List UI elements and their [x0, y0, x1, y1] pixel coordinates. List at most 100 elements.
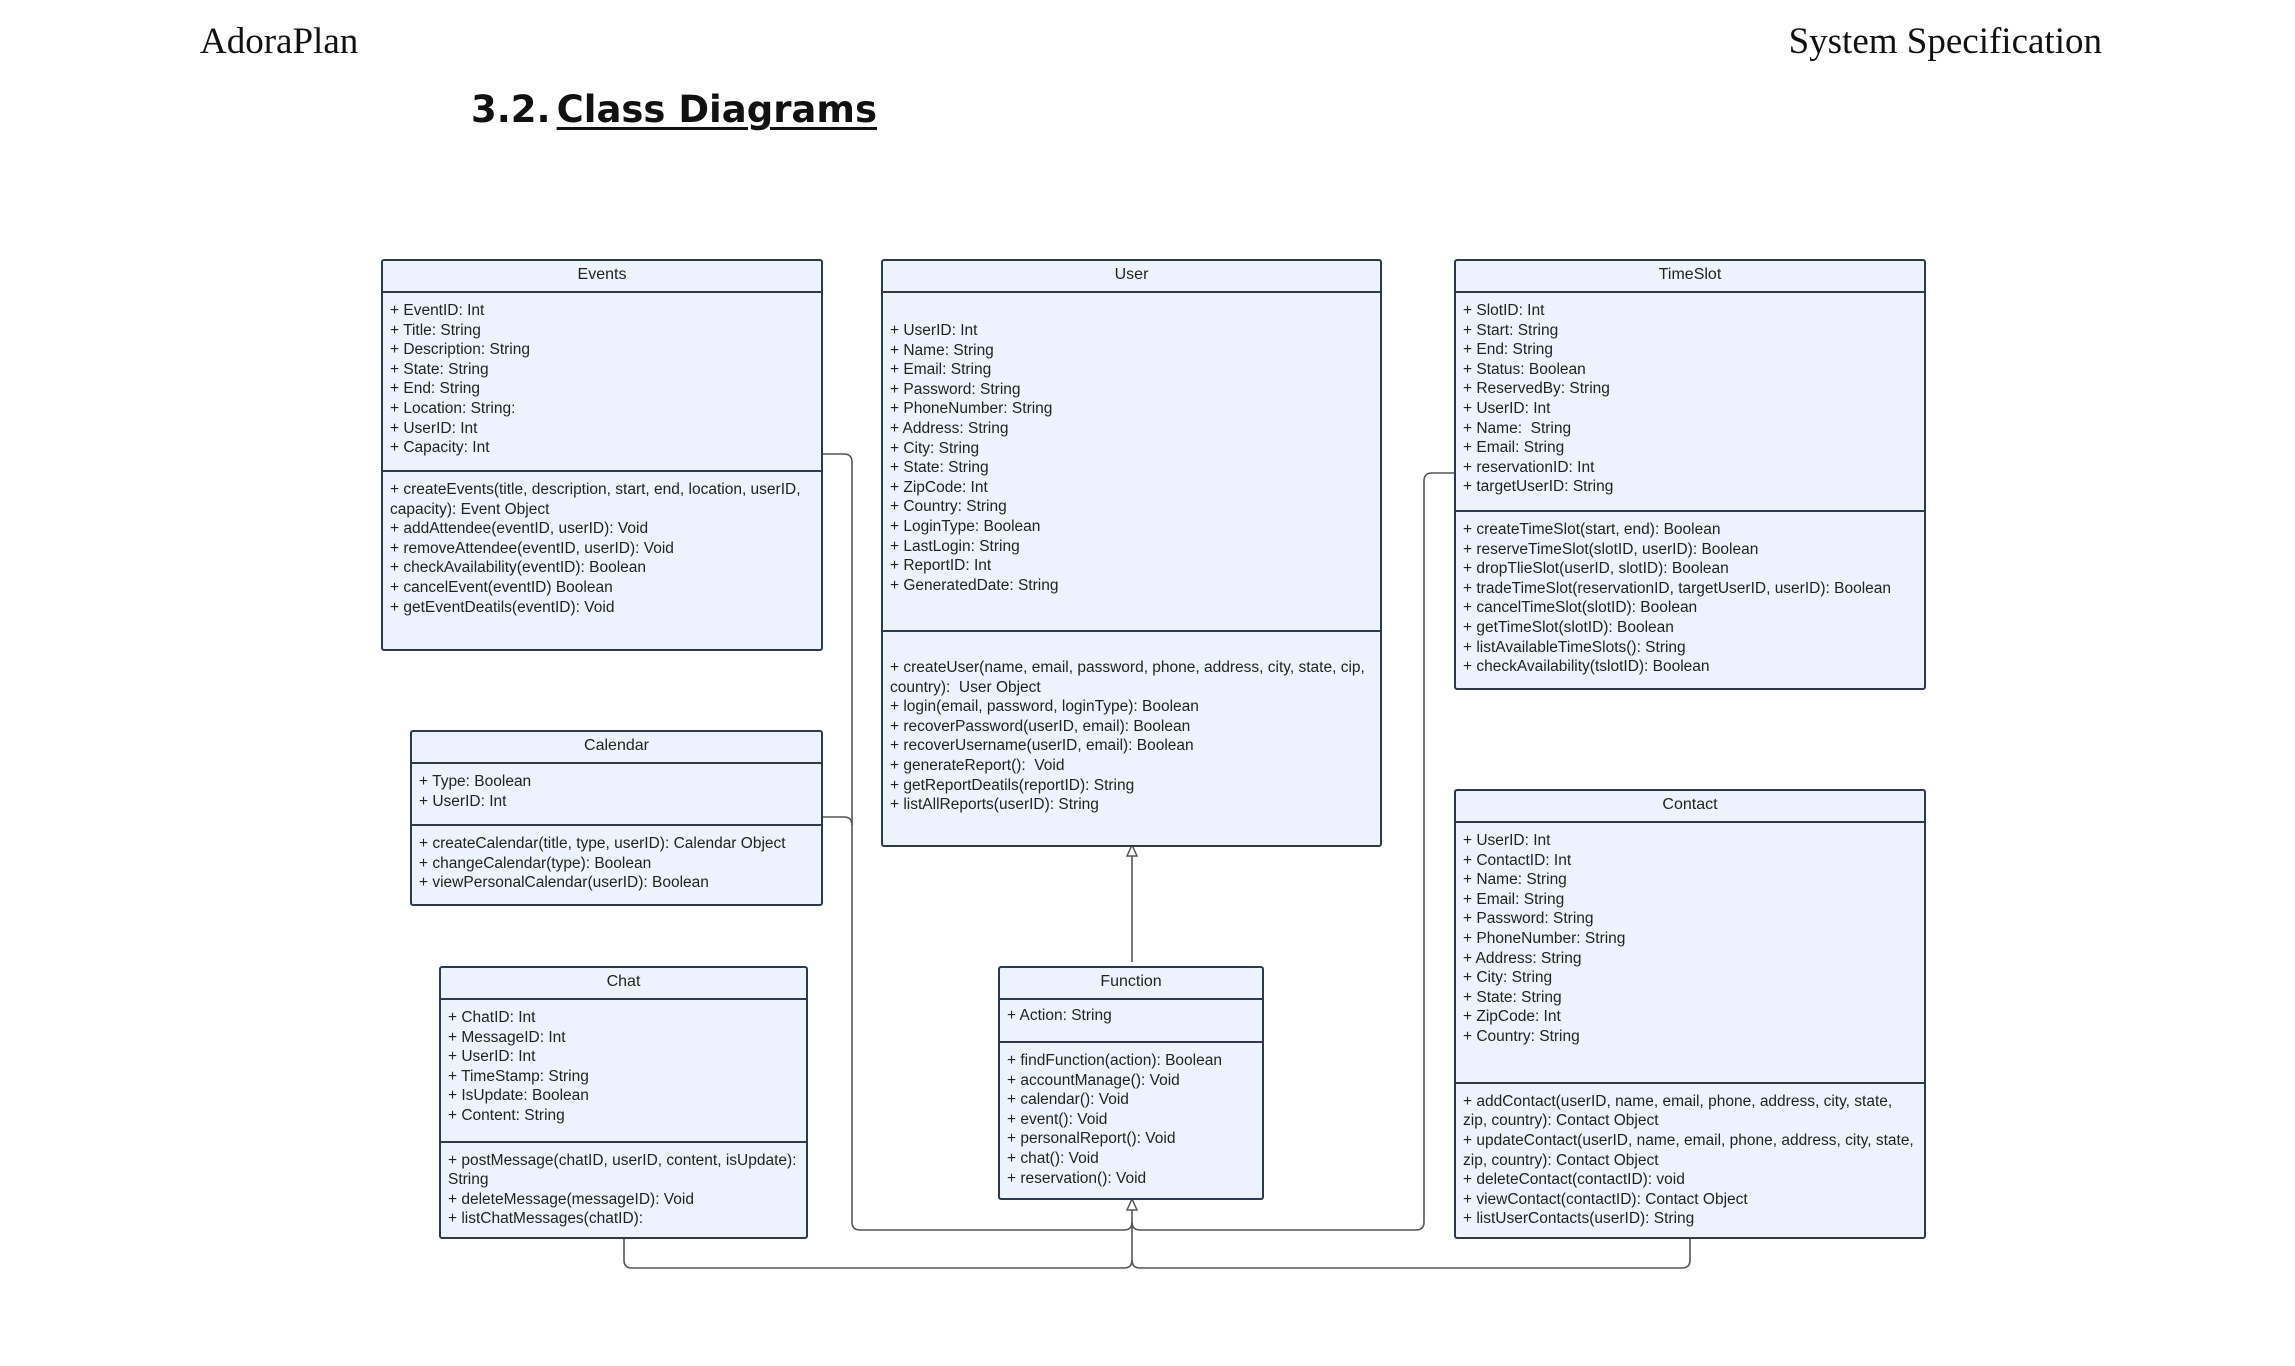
- class-operation: + getReportDeatils(reportID): String: [890, 776, 1135, 794]
- class-attribute: + Location: String:: [390, 399, 516, 417]
- class-operation: + personalReport(): Void: [1007, 1130, 1176, 1148]
- class-attribute: + Name: String: [1463, 871, 1567, 889]
- class-events[interactable]: Events + EventID: Int+ Title: String+ De…: [381, 259, 823, 651]
- class-operation: + viewPersonalCalendar(userID): Boolean: [419, 874, 709, 892]
- class-operation: + createEvents(title, description, start…: [390, 481, 805, 518]
- class-attribute: + State: String: [890, 459, 989, 477]
- class-operation: + tradeTimeSlot(reservationID, targetUse…: [1463, 579, 1891, 597]
- class-operation: + accountManage(): Void: [1007, 1071, 1180, 1089]
- class-operation: + createUser(name, email, password, phon…: [890, 659, 1370, 696]
- class-operation: + postMessage(chatID, userID, content, i…: [448, 1151, 801, 1189]
- class-attribute: + LoginType: Boolean: [890, 517, 1041, 535]
- class-events-name: Events: [383, 261, 821, 293]
- class-timeslot[interactable]: TimeSlot + SlotID: Int+ Start: String+ E…: [1454, 259, 1926, 690]
- class-attribute: + Country: String: [1463, 1027, 1580, 1045]
- class-operation: + generateReport(): Void: [890, 756, 1065, 774]
- class-attribute: + IsUpdate: Boolean: [448, 1087, 589, 1105]
- class-contact-operations: + addContact(userID, name, email, phone,…: [1456, 1084, 1924, 1237]
- class-function-attributes: + Action: String: [1000, 1000, 1262, 1043]
- class-function-name: Function: [1000, 968, 1262, 1000]
- function-generalization-arrowhead: [1125, 1197, 1139, 1211]
- class-timeslot-attributes: + SlotID: Int + Start: String + End: Strin…: [1456, 293, 1924, 512]
- document-header-title: AdoraPlan: [200, 21, 359, 62]
- class-operation: + addContact(userID, name, email, phone,…: [1463, 1092, 1897, 1130]
- class-attribute: + City: String: [1463, 969, 1553, 987]
- class-attribute: + ReservedBy: String: [1463, 380, 1610, 398]
- class-operation: + cancelTimeSlot(slotID): Boolean: [1463, 599, 1698, 617]
- class-attribute: + UserID: Int: [1463, 832, 1551, 849]
- class-attribute: + Country: String: [890, 498, 1007, 516]
- class-attribute: + PhoneNumber: String: [890, 400, 1053, 418]
- class-operation: + updateContact(userID, name, email, pho…: [1463, 1132, 1919, 1169]
- class-function-operations: + findFunction(action): Boolean + account…: [1000, 1043, 1262, 1198]
- class-attribute: + TimeStamp: String: [448, 1067, 589, 1085]
- class-attribute: + PhoneNumber: String: [1463, 929, 1626, 947]
- class-attribute: + City: String: [890, 439, 980, 457]
- class-attribute: + Address: String: [890, 419, 1009, 437]
- class-attribute: + GeneratedDate: String: [890, 576, 1059, 594]
- class-user[interactable]: User + UserID: Int+ Name: String+ Email:…: [881, 259, 1382, 847]
- class-user-attributes: + UserID: Int+ Name: String+ Email: Stri…: [883, 293, 1380, 632]
- class-operation: + getEventDeatils(eventID): Void: [390, 598, 615, 616]
- class-chat-operations: + postMessage(chatID, userID, content, i…: [441, 1143, 806, 1237]
- calendar-to-function-line: [822, 816, 853, 826]
- class-user-name: User: [883, 261, 1380, 293]
- class-operation: + addAttendee(eventID, userID): Void: [390, 520, 649, 538]
- class-attribute: + UserID: Int: [419, 792, 507, 810]
- class-attribute: + reservationID: Int: [1463, 458, 1595, 476]
- class-operation: + reserveTimeSlot(slotID, userID): Boole…: [1463, 540, 1759, 558]
- class-timeslot-operations: + createTimeSlot(start, end): Boolean+ r…: [1456, 512, 1924, 688]
- class-attribute: + SlotID: Int: [1463, 302, 1545, 319]
- class-attribute: + LastLogin: String: [890, 537, 1020, 555]
- class-attribute: + UserID: Int: [1463, 399, 1551, 417]
- class-attribute: + Name: String: [890, 341, 994, 359]
- class-attribute: + Email: String: [890, 361, 992, 379]
- class-operation: + checkAvailability(tslotID): Boolean: [1463, 658, 1710, 676]
- class-calendar-name: Calendar: [412, 732, 821, 764]
- section-heading: 3.2.Class Diagrams: [471, 88, 877, 131]
- class-attribute: + Status: Boolean: [1463, 360, 1586, 378]
- class-chat[interactable]: Chat + ChatID: Int+ MessageID: Int+ User…: [439, 966, 808, 1239]
- class-operation: + reservation(): Void: [1007, 1169, 1147, 1187]
- class-operation: + checkAvailability(eventID): Boolean: [390, 559, 647, 577]
- class-attribute: + Capacity: Int: [390, 439, 490, 457]
- class-attribute: + End: String: [1463, 341, 1554, 359]
- class-events-operations: + createEvents(title, description, start…: [383, 472, 821, 649]
- section-title-text: Class Diagrams: [556, 88, 877, 131]
- events-to-function-line: [822, 453, 1133, 1231]
- class-attribute: + Address: String: [1463, 949, 1582, 967]
- class-attribute: + End: String: [390, 380, 481, 398]
- class-operation: + recoverPassword(userID, email): Boolea…: [890, 717, 1191, 735]
- class-operation: + chat(): Void: [1007, 1149, 1099, 1167]
- class-attribute: + Action: String: [1007, 1007, 1112, 1024]
- contact-to-function-line: [1131, 1238, 1691, 1269]
- document-header-section: System Specification: [1788, 21, 2102, 62]
- class-attribute: + Start: String: [1463, 321, 1559, 339]
- class-attribute: + Password: String: [890, 380, 1021, 398]
- class-contact-name: Contact: [1456, 791, 1924, 823]
- class-operation: + listAvailableTimeSlots(): String: [1463, 638, 1686, 656]
- class-operation: + dropTlieSlot(userID, slotID): Boolean: [1463, 560, 1729, 578]
- class-operation: + removeAttendee(eventID, userID): Void: [390, 539, 674, 557]
- class-attribute: + MessageID: Int: [448, 1028, 566, 1046]
- class-attribute: + Name: String: [1463, 419, 1572, 437]
- class-attribute: + UserID: Int: [448, 1048, 536, 1066]
- class-contact[interactable]: Contact + UserID: Int+ ContactID: Int+ N…: [1454, 789, 1926, 1239]
- section-number: 3.2.: [471, 88, 551, 131]
- class-attribute: + targetUserID: String: [1463, 478, 1614, 496]
- class-calendar[interactable]: Calendar + Type: Boolean+ UserID: Int + …: [410, 730, 823, 906]
- class-operation: + deleteContact(contactID): void: [1463, 1171, 1685, 1189]
- class-attribute: + State: String: [1463, 988, 1562, 1006]
- class-attribute: + Content: String: [448, 1106, 565, 1124]
- class-attribute: + Description: String: [390, 341, 530, 359]
- class-operation: + calendar(): Void: [1007, 1091, 1129, 1109]
- chat-to-function-line: [623, 1207, 1133, 1269]
- class-calendar-operations: + createCalendar(title, type, userID): C…: [412, 826, 821, 904]
- user-generalization-arrowhead: [1125, 843, 1139, 857]
- class-attribute: + ZipCode: Int: [1463, 1008, 1561, 1026]
- class-attribute: + State: String: [390, 360, 489, 378]
- class-operation: + listAllReports(userID): String: [890, 796, 1099, 814]
- class-calendar-attributes: + Type: Boolean+ UserID: Int: [412, 764, 821, 826]
- class-operation: + findFunction(action): Boolean: [1007, 1052, 1222, 1069]
- class-function[interactable]: Function + Action: String + findFunction…: [998, 966, 1264, 1200]
